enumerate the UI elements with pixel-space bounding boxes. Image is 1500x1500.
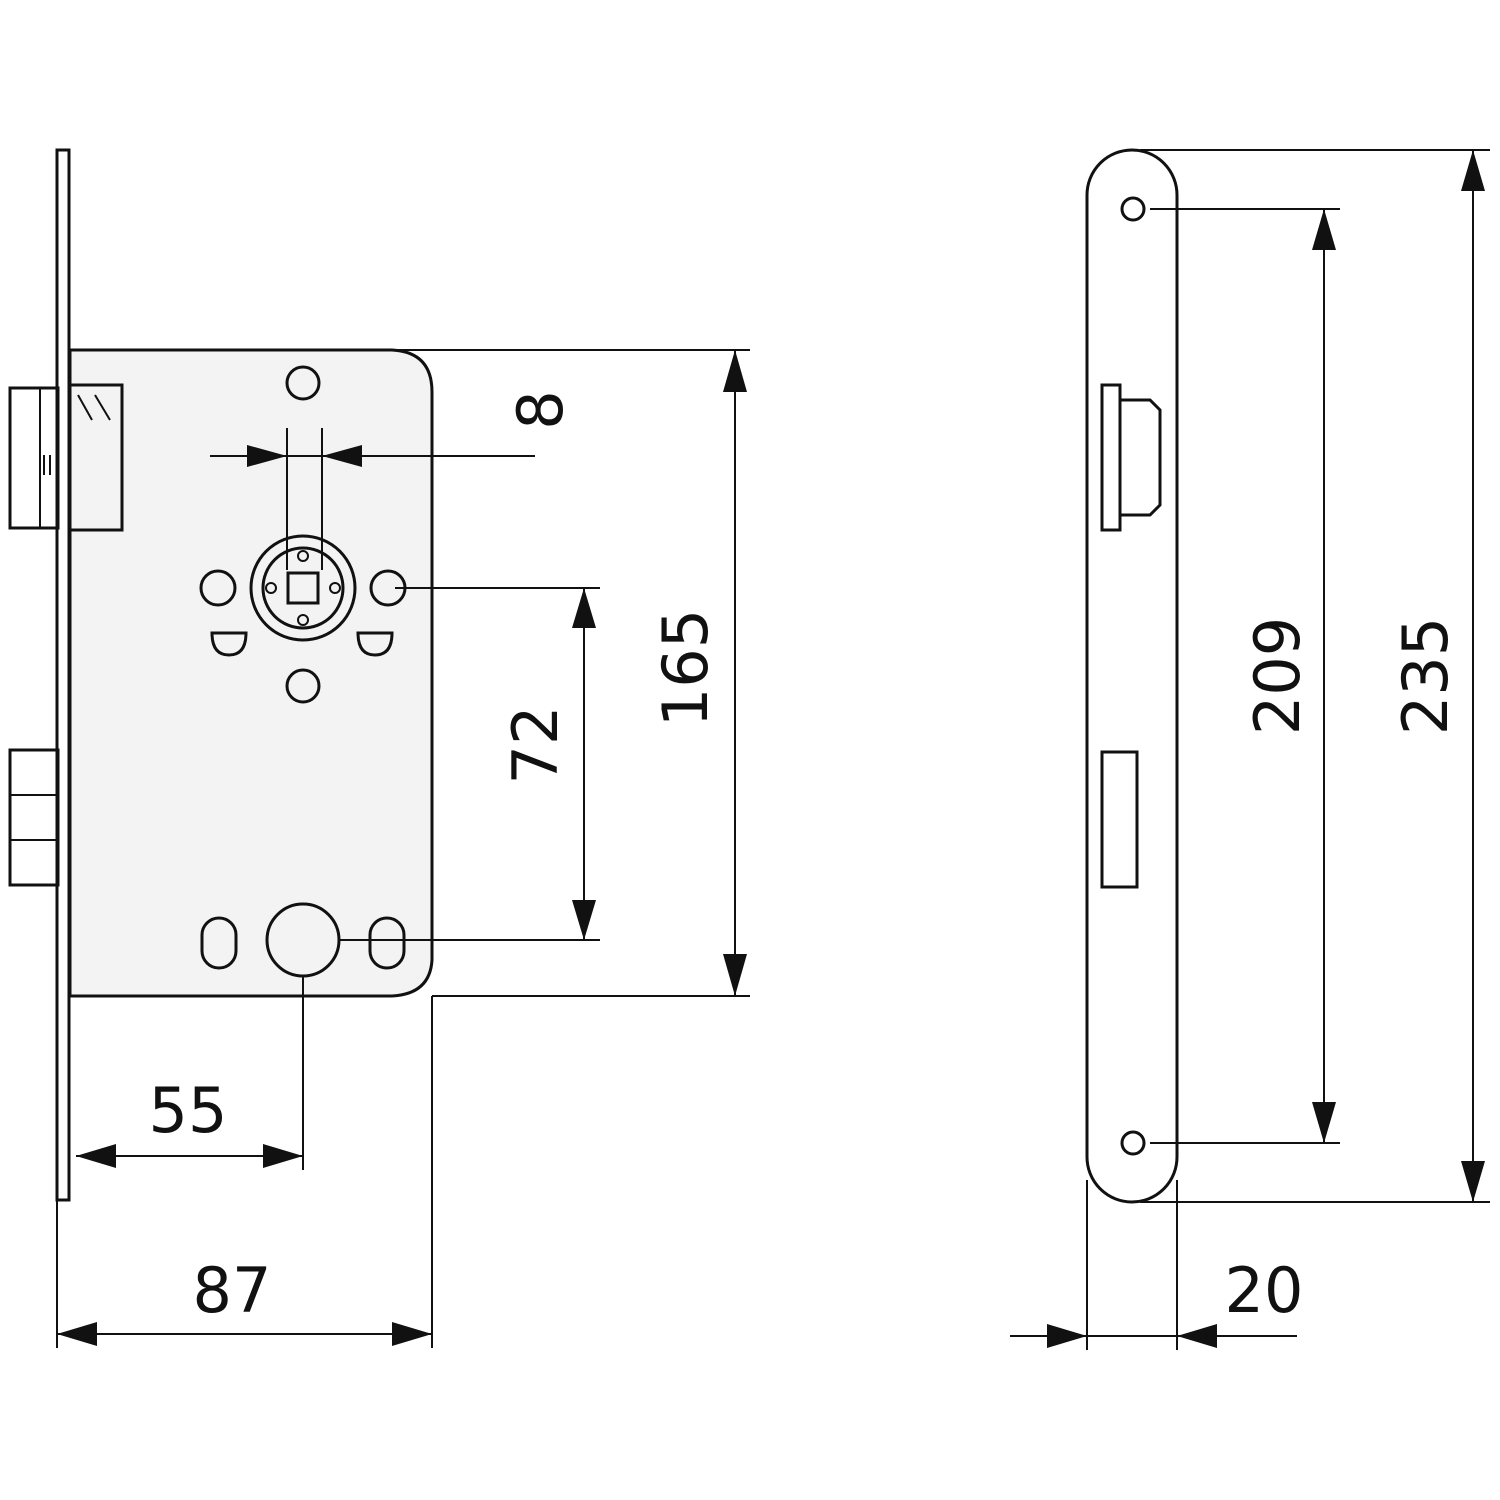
faceplate: [1085, 148, 1179, 1204]
front-dimensions: 8 72 165 55 87: [56, 349, 750, 1348]
follower-hub: [249, 534, 357, 642]
latch-bolt: [8, 383, 124, 532]
dimension-backset: 55: [149, 1074, 228, 1147]
faceplate-screw-top: [1120, 196, 1146, 222]
dimension-case-depth: 87: [193, 1254, 272, 1327]
lock-case: [68, 348, 434, 998]
dimension-follower-width: 8: [504, 390, 577, 429]
dimension-faceplate-length: 235: [1389, 617, 1462, 735]
dimension-center-distance: 72: [499, 706, 572, 785]
faceplate-screw-bottom: [1120, 1130, 1146, 1156]
dead-bolt: [8, 748, 60, 887]
screw-hole-top: [285, 365, 321, 401]
front-view: [8, 148, 434, 1202]
slot-right: [368, 916, 406, 970]
screw-hole-middle: [285, 668, 321, 704]
side-dimensions: 209 235 20: [1010, 149, 1490, 1350]
fixing-hole-left: [199, 569, 237, 607]
side-view: [1085, 148, 1179, 1204]
forend-plate: [55, 148, 71, 1202]
bolt-opening: [1100, 750, 1139, 889]
slot-left: [200, 916, 238, 970]
dimension-case-height: 165: [649, 609, 722, 727]
latch-opening: [1100, 383, 1162, 532]
spring-cup-left: [210, 631, 248, 657]
dimension-screw-spacing: 209: [1241, 617, 1314, 735]
dimension-faceplate-width: 20: [1225, 1254, 1304, 1327]
spring-cup-right: [356, 631, 394, 657]
